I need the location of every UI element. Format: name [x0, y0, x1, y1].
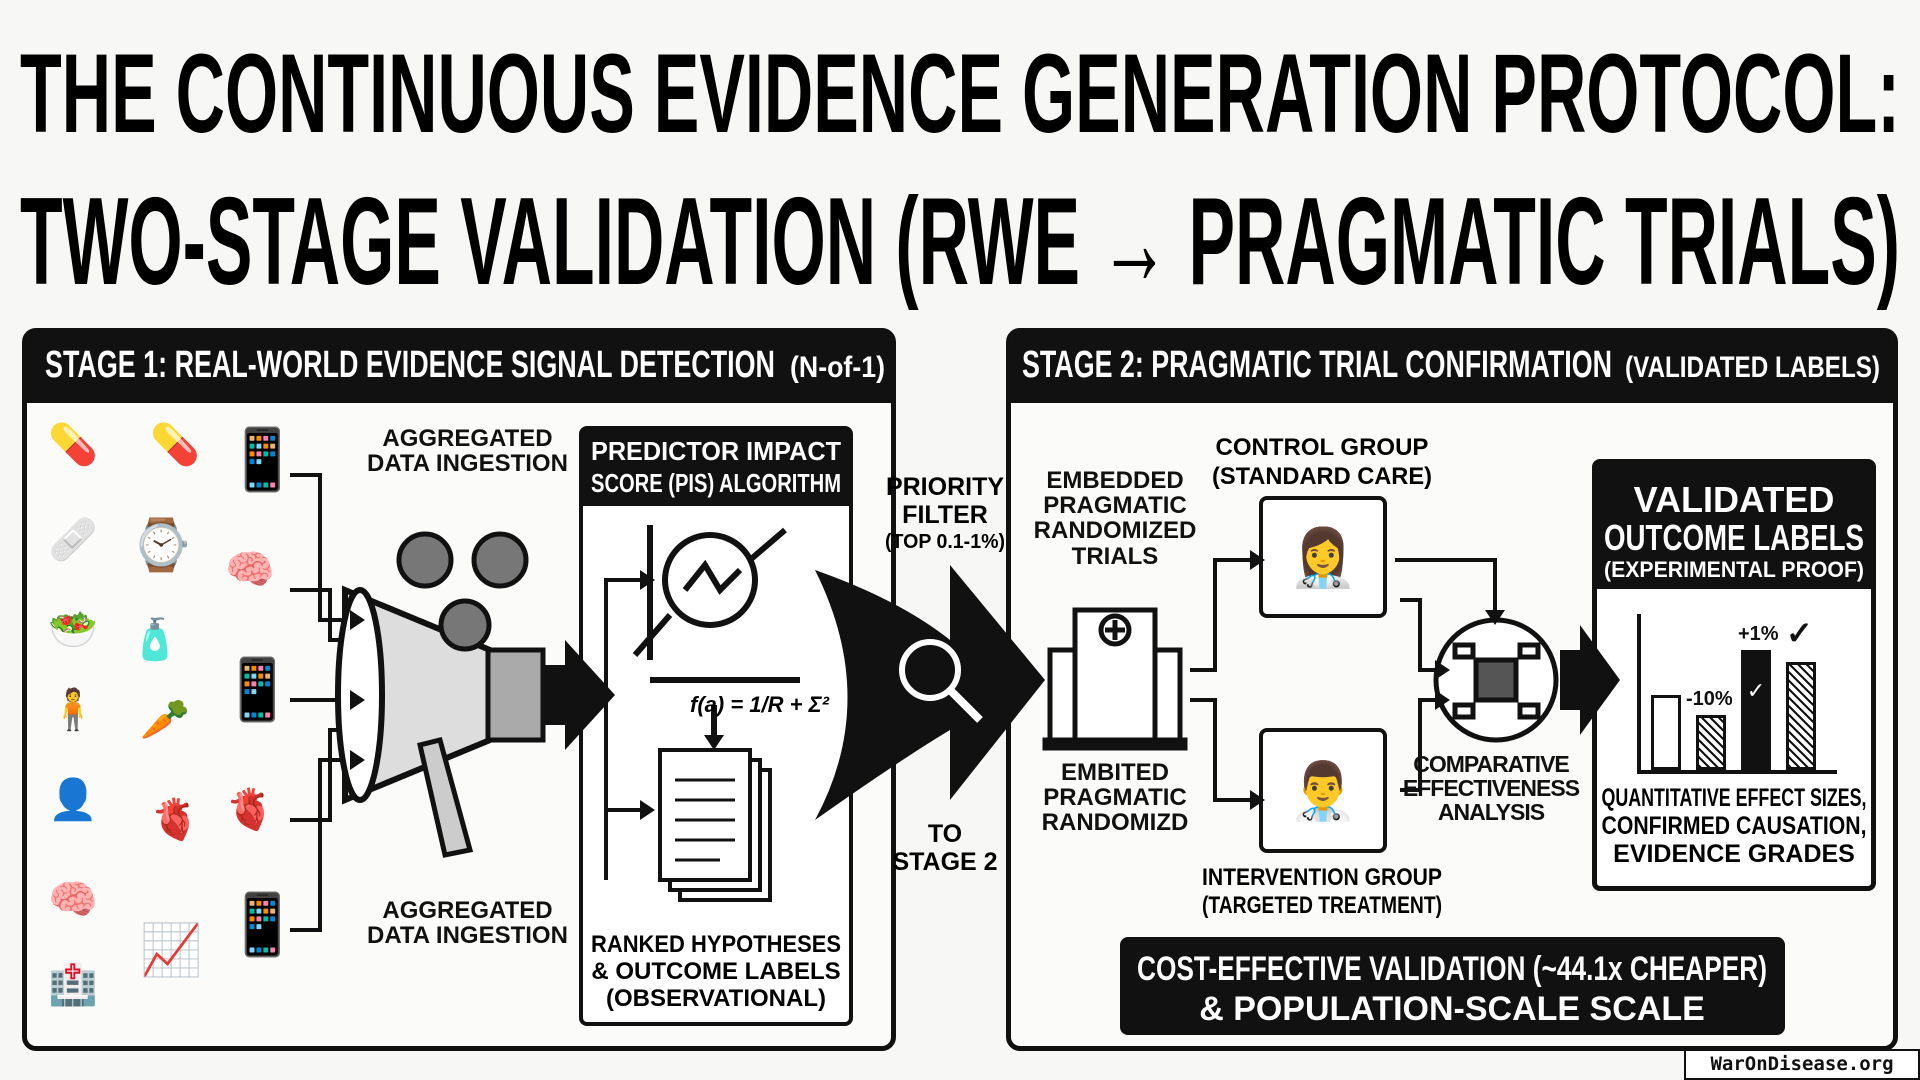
cost-effective-banner: [1120, 937, 1785, 1035]
document-stack-icon: [658, 748, 772, 902]
tablet-chart-icon: 📈: [140, 922, 203, 978]
arrow-to-validated: [1560, 625, 1620, 735]
comparative-analysis-label: COMPARATIVE EFFECTIVENESS ANALYSIS: [1402, 751, 1580, 826]
intervention-group-doctor-patient-icon: 👨‍⚕️: [1259, 728, 1387, 853]
search-icon: [899, 639, 961, 701]
magnifier-trend-icon: [632, 525, 800, 740]
heart-icon: 🫀: [150, 798, 200, 842]
control-group-doctor-patient-icon: 👩‍⚕️: [1259, 496, 1387, 618]
validated-header: [1597, 464, 1871, 589]
pis-header: [583, 430, 849, 506]
heart-icon: 🫀: [225, 788, 275, 832]
pill-icon: 💊: [48, 423, 98, 467]
hospital-icon: 🏥: [48, 963, 98, 1007]
embedded-trials-label: EMBEDDED PRAGMATIC RANDOMIZED TRIALS: [1033, 467, 1197, 570]
bar-label-positive: +1%: [1738, 623, 1779, 645]
bar-label-negative: -10%: [1686, 688, 1733, 710]
watermark-link[interactable]: WarOnDisease.org: [1684, 1049, 1920, 1080]
bar-baseline: [1651, 695, 1681, 770]
stage1-header: [27, 333, 891, 403]
gears-icon: [396, 531, 529, 652]
brain-icon: 🧠: [225, 548, 275, 592]
phone-heart-icon: 📱: [225, 891, 300, 958]
bar-positive: ✓: [1741, 650, 1771, 770]
embited-trials-label: EMBITED PRAGMATIC RANDOMIZD: [1041, 759, 1189, 837]
bar-confirmed: [1786, 662, 1816, 770]
person-icon: 🧍: [48, 688, 98, 732]
effect-size-bar-chart: -10% ✓ +1% ✓: [1637, 614, 1837, 774]
watch-icon: ⌚: [130, 517, 193, 573]
phone-chart-icon: 📱: [225, 426, 300, 493]
bar-negative: [1696, 715, 1726, 770]
phone-graph-icon: 📱: [220, 656, 295, 723]
comparative-analysis-icon: [1433, 617, 1559, 743]
vegetable-icon: 🥕: [140, 698, 190, 742]
head-icon: 👤: [48, 778, 98, 822]
food-icon: 🥗: [48, 608, 98, 652]
bottle-icon: 🧴: [130, 618, 180, 662]
stage2-header: [1011, 333, 1893, 403]
bandage-icon: 🩹: [48, 518, 98, 562]
ingestion-label-bottom: AGGREGATED DATA INGESTION: [367, 897, 568, 950]
hospital-icon: [1042, 607, 1188, 751]
connector-lines: [290, 473, 1497, 932]
pill-icon: 💊: [150, 423, 200, 467]
check-icon: ✓: [1786, 615, 1813, 651]
brain-icon: 🧠: [48, 878, 98, 922]
priority-filter-arrow: [815, 565, 1045, 820]
ingestion-label-top: AGGREGATED DATA INGESTION: [367, 425, 568, 478]
